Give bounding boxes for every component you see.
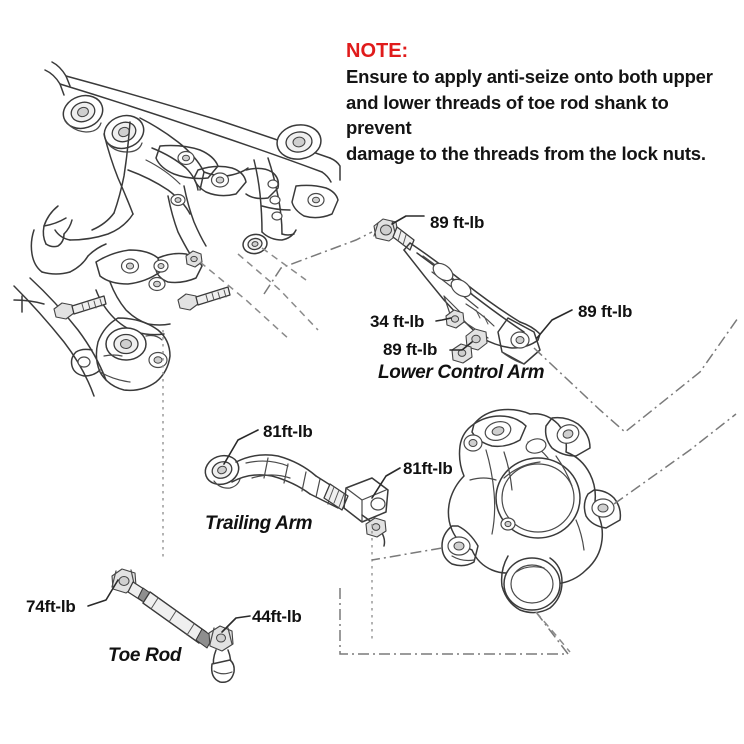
torque-label-toe-rod-inner: 74ft-lb: [26, 597, 76, 616]
bolt-mid: [177, 286, 231, 311]
assembly-reference-lines: [162, 231, 739, 655]
lca-bolt-34: [445, 309, 465, 329]
torque-label-lca-89-lower: 89 ft-lb: [383, 340, 438, 359]
torque-label-lca-34: 34 ft-lb: [370, 312, 425, 331]
torque-label-trailing-arm-front: 81ft-lb: [263, 422, 313, 441]
note-line-1: Ensure to apply anti-seize onto both upp…: [346, 66, 713, 87]
steering-knuckle-artwork: [441, 408, 622, 614]
torque-label-lca-upper-bushing: 89 ft-lb: [430, 213, 485, 232]
rear-subframe-artwork: [13, 61, 341, 397]
part-label-toe-rod: Toe Rod: [108, 645, 182, 666]
note-body: Ensure to apply anti-seize onto both upp…: [346, 64, 718, 166]
note-line-2: and lower threads of toe rod shank to pr…: [346, 91, 669, 139]
torque-label-lca-outboard: 89 ft-lb: [578, 302, 633, 321]
trailing-arm-artwork: [204, 454, 389, 547]
toe-rod-artwork: [111, 568, 235, 684]
note-title: NOTE:: [346, 40, 409, 62]
torque-label-trailing-arm-rear: 81ft-lb: [403, 459, 453, 478]
bolt-left: [53, 295, 107, 320]
part-label-lower-control-arm: Lower Control Arm: [378, 362, 545, 383]
part-label-trailing-arm: Trailing Arm: [205, 513, 313, 534]
note-line-3: damage to the threads from the lock nuts…: [346, 142, 706, 164]
torque-label-toe-rod-outer: 44ft-lb: [252, 607, 302, 626]
note-block: NOTE: Ensure to apply anti-seize onto bo…: [346, 38, 718, 166]
